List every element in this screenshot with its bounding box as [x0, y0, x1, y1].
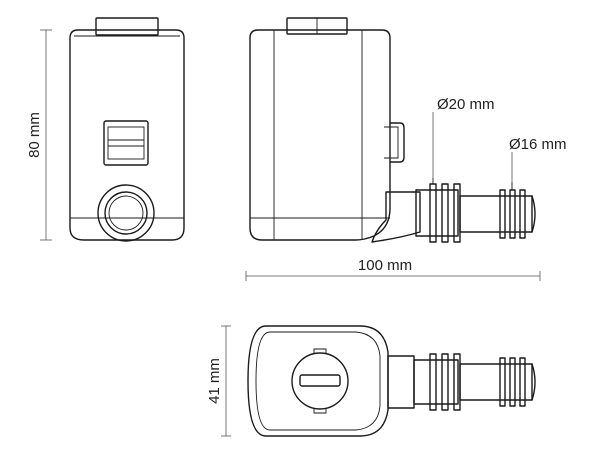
top-view	[247, 325, 536, 437]
height-dimension-label: 80 mm	[26, 112, 43, 158]
width-dimension-line	[221, 325, 231, 437]
front-view	[69, 17, 185, 242]
small-diameter-label: Ø16 mm	[509, 136, 567, 153]
large-diameter-label: Ø20 mm	[437, 96, 495, 113]
length-dimension-line	[245, 271, 541, 281]
side-view	[249, 17, 536, 243]
width-dimension-label: 41 mm	[206, 358, 223, 404]
length-dimension-label: 100 mm	[358, 257, 412, 274]
height-dimension-line	[40, 29, 52, 241]
